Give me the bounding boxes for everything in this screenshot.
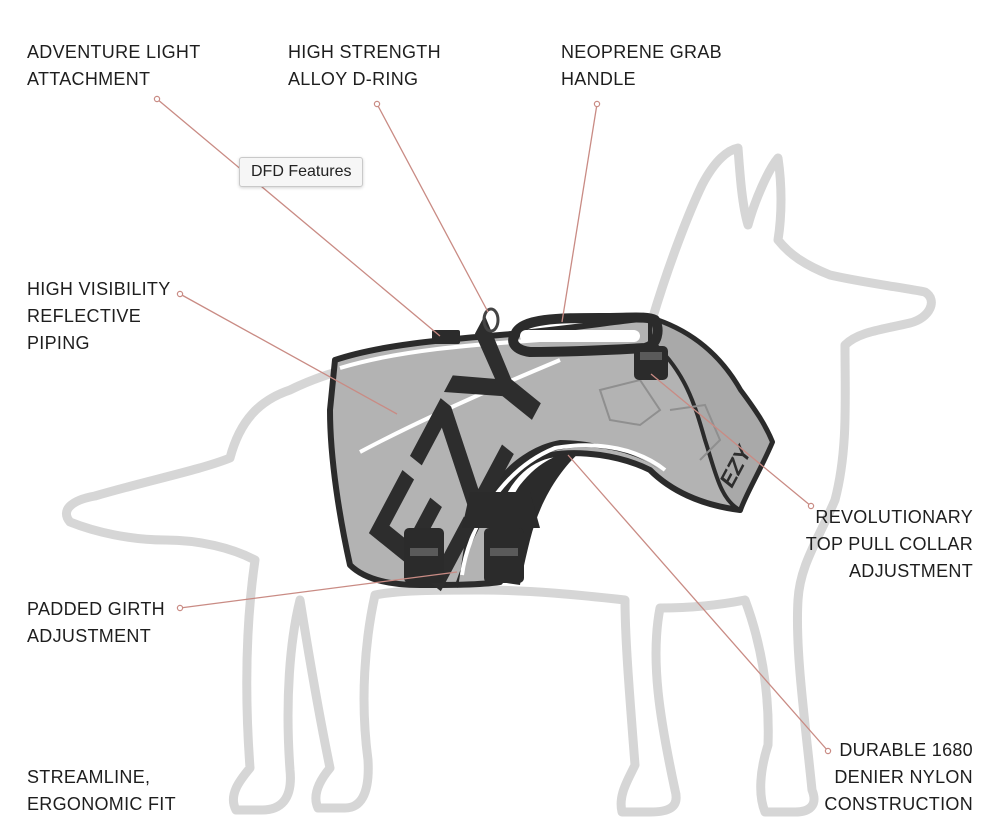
leader-nylon xyxy=(567,454,829,752)
callout-line: PIPING xyxy=(27,333,90,353)
callout-line: PADDED GIRTH xyxy=(27,599,165,619)
features-tooltip: DFD Features xyxy=(239,157,364,187)
callout-line: NEOPRENE GRAB xyxy=(561,42,722,62)
leader-lines xyxy=(156,98,829,752)
callout-line: REFLECTIVE xyxy=(27,306,142,326)
dog-outline xyxy=(62,143,936,817)
callout-line: ADVENTURE LIGHT xyxy=(27,42,201,62)
callout-line: ADJUSTMENT xyxy=(849,561,973,581)
callout-line: HIGH VISIBILITY xyxy=(27,279,171,299)
leader-d-ring xyxy=(376,103,489,313)
callout-line: ATTACHMENT xyxy=(27,69,151,89)
callout-line: CONSTRUCTION xyxy=(824,794,973,814)
callout-nylon: DURABLE 1680 DENIER NYLON CONSTRUCTION xyxy=(824,737,973,818)
callout-line: TOP PULL COLLAR xyxy=(805,534,973,554)
callout-collar-adjustment: REVOLUTIONARY TOP PULL COLLAR ADJUSTMENT xyxy=(806,504,973,585)
callout-girth-adjustment: PADDED GIRTH ADJUSTMENT xyxy=(27,596,165,650)
callout-line: HIGH STRENGTH xyxy=(288,42,441,62)
callout-line: HANDLE xyxy=(561,69,636,89)
leader-adventure-light xyxy=(156,98,441,337)
harness-vest: EZY EZY xyxy=(327,302,775,606)
callout-line: ALLOY D-RING xyxy=(288,69,419,89)
leader-grab-handle xyxy=(561,103,598,323)
callout-line: DURABLE 1680 xyxy=(839,740,973,760)
callout-line: DENIER NYLON xyxy=(834,767,973,787)
callout-adventure-light: ADVENTURE LIGHT ATTACHMENT xyxy=(27,39,201,93)
callout-line: STREAMLINE, xyxy=(27,767,151,787)
callout-d-ring: HIGH STRENGTH ALLOY D-RING xyxy=(288,39,441,93)
leader-reflective-piping xyxy=(179,293,398,415)
callout-reflective-piping: HIGH VISIBILITY REFLECTIVE PIPING xyxy=(27,276,171,357)
leader-dots xyxy=(153,95,832,755)
callout-line: ADJUSTMENT xyxy=(27,626,151,646)
leader-collar-adjustment xyxy=(650,373,812,507)
callout-grab-handle: NEOPRENE GRAB HANDLE xyxy=(561,39,722,93)
leader-girth-adjustment xyxy=(179,571,458,609)
callout-line: ERGONOMIC FIT xyxy=(27,794,176,814)
callout-fit: STREAMLINE, ERGONOMIC FIT xyxy=(27,764,176,818)
callout-line: REVOLUTIONARY xyxy=(815,507,973,527)
